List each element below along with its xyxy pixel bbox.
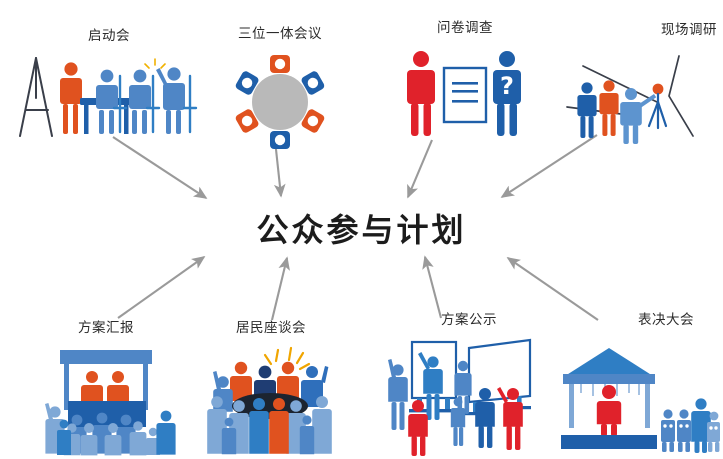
node-plan-report[interactable]: 方案汇报	[20, 320, 192, 456]
meeting-easel-presenter-icon	[14, 52, 204, 142]
svg-text:?: ?	[500, 72, 514, 100]
arrow-kickoff-to-center	[112, 136, 208, 199]
node-plan-publicity[interactable]: 方案公示	[385, 313, 553, 456]
node-label-plan-publicity: 方案公示	[441, 312, 497, 328]
discussion-round-table-crowd-icon	[195, 344, 347, 456]
arrow-field-to-center	[500, 134, 598, 198]
node-label-plan-report: 方案汇报	[78, 320, 134, 336]
node-kickoff-meeting[interactable]: 启动会	[14, 28, 204, 142]
node-label-residents-symposium: 居民座谈会	[236, 320, 306, 336]
node-label-trinity-meeting: 三位一体会议	[238, 26, 322, 42]
node-label-questionnaire-survey: 问卷调查	[437, 20, 493, 36]
voting-booth-queue-icon	[555, 338, 720, 454]
exhibition-boards-visitors-icon	[385, 336, 553, 456]
arrow-voting-to-center	[506, 257, 599, 321]
stage-presentation-audience-icon	[20, 346, 192, 456]
round-table-six-people-icon	[215, 54, 345, 149]
arrow-publicity-to-center	[422, 255, 443, 319]
node-label-kickoff-meeting: 启动会	[88, 28, 130, 44]
arrow-report-to-center	[117, 256, 206, 319]
node-trinity-meeting[interactable]: 三位一体会议	[215, 26, 345, 149]
node-label-voting-assembly: 表决大会	[638, 312, 694, 328]
node-voting-assembly[interactable]: 表决大会	[555, 313, 720, 456]
surveyors-theodolite-icon	[565, 44, 717, 144]
survey-form-two-people-icon: ?	[400, 46, 530, 141]
node-questionnaire-survey[interactable]: 问卷调查	[400, 20, 530, 141]
node-label-field-research: 现场调研	[661, 22, 717, 38]
node-residents-symposium[interactable]: 居民座谈会	[195, 320, 347, 456]
page-title: 公众参与计划	[256, 211, 467, 249]
node-field-research[interactable]: 现场调研	[565, 23, 717, 144]
arrow-symposium-to-center	[270, 256, 290, 321]
arrow-questionnaire-to-center	[407, 139, 433, 199]
